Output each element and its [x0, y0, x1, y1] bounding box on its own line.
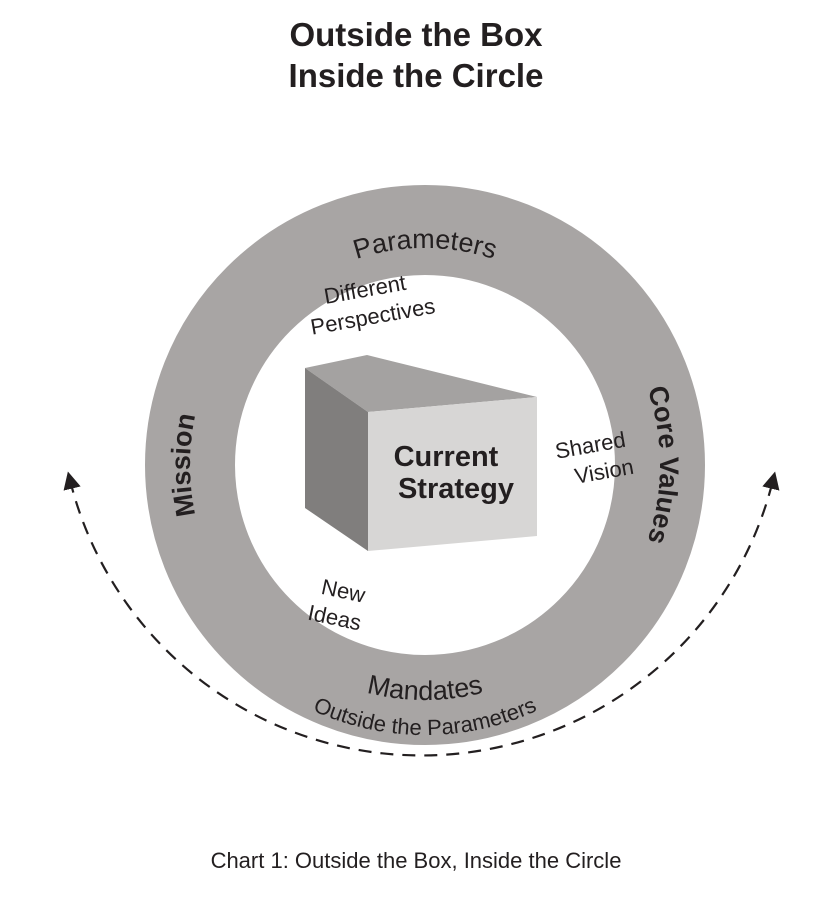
title-line-1: Outside the Box [289, 16, 543, 53]
box-side-face [305, 368, 368, 551]
box-label: Current Strategy [394, 441, 514, 505]
box-label-line-1: Current [394, 441, 499, 473]
chart-caption: Chart 1: Outside the Box, Inside the Cir… [210, 848, 622, 873]
ring-label-mission: Mission [166, 411, 201, 519]
diagram-title: Outside the Box Inside the Circle [0, 14, 832, 96]
parameters-ring [145, 185, 705, 745]
title-line-2: Inside the Circle [288, 57, 544, 94]
box-top-face [305, 355, 537, 412]
box-label-line-2: Strategy [398, 473, 514, 505]
current-strategy-box: Current Strategy [305, 355, 537, 551]
